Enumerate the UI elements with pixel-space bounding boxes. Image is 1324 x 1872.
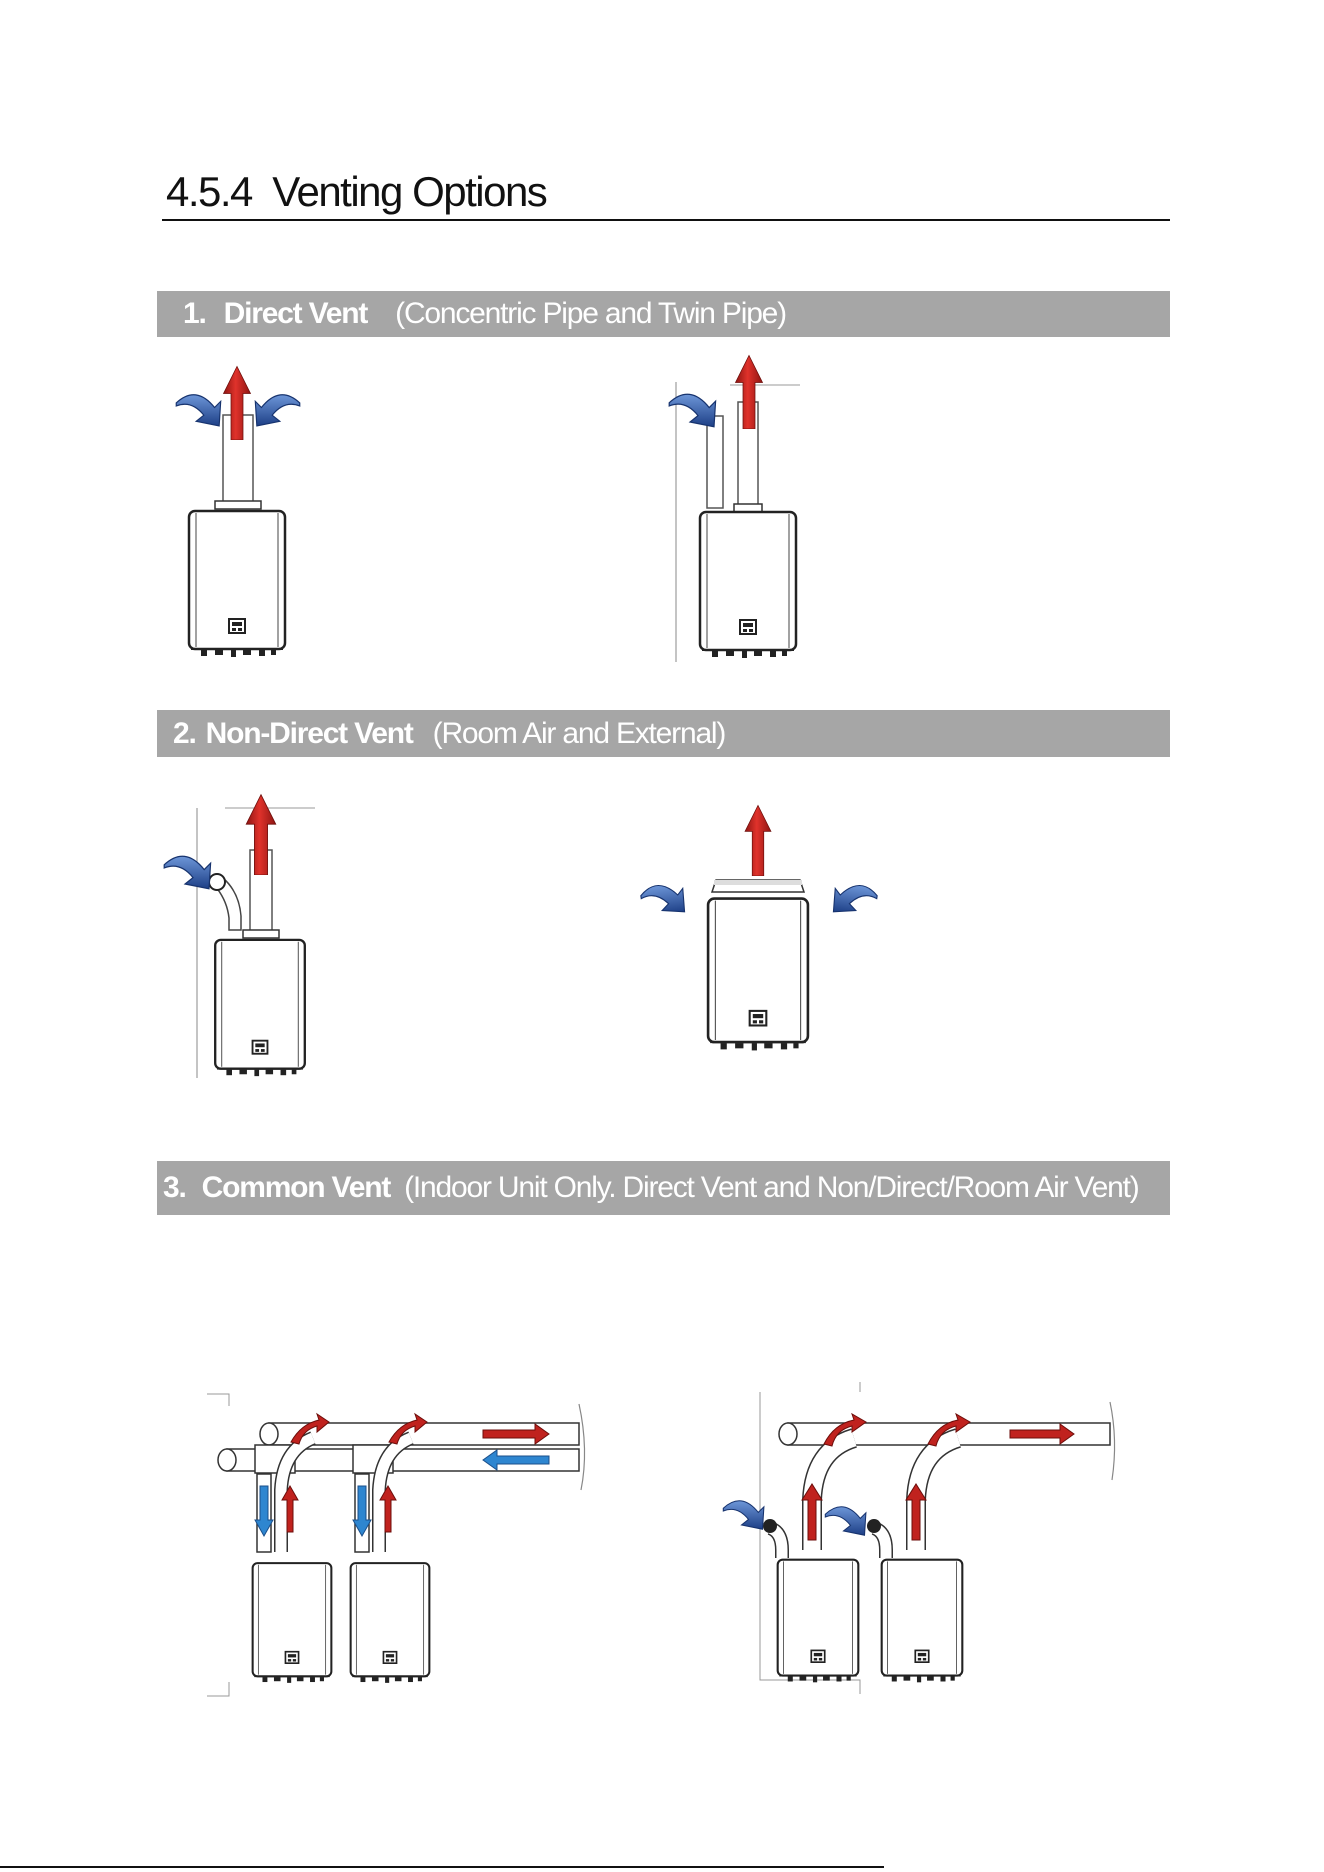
figure-common-direct-vent xyxy=(205,1390,590,1700)
intake-arrow-icon xyxy=(640,882,686,917)
water-heater-icon xyxy=(700,512,796,658)
section-number: 4.5.4 xyxy=(166,168,252,215)
water-heater-icon xyxy=(882,1560,963,1683)
option-number: 1. xyxy=(183,297,206,331)
option-name: Non-Direct Vent xyxy=(206,717,413,751)
option-subtitle: (Indoor Unit Only. Direct Vent and Non/D… xyxy=(404,1171,1138,1205)
title-rule xyxy=(162,219,1170,221)
section-title: 4.5.4 Venting Options xyxy=(166,168,546,216)
option-bar-common-vent: 3. Common Vent (Indoor Unit Only. Direct… xyxy=(157,1161,1170,1215)
water-heater-icon xyxy=(708,899,808,1051)
figure-twin-pipe-vent xyxy=(660,352,820,672)
exhaust-arrow-icon xyxy=(745,805,771,876)
section-title-text: Venting Options xyxy=(272,168,546,215)
option-name: Common Vent xyxy=(202,1171,390,1205)
water-heater-icon xyxy=(253,1563,332,1683)
option-number: 3. xyxy=(163,1171,186,1205)
intake-arrow-icon xyxy=(832,882,878,917)
figure-room-air-vent xyxy=(628,800,890,1070)
figure-concentric-vent xyxy=(165,355,315,665)
intake-arrow-icon xyxy=(723,1501,764,1529)
intake-arrow-icon xyxy=(825,1507,866,1535)
water-heater-icon xyxy=(189,511,285,657)
intake-arrow-icon xyxy=(176,395,220,426)
option-bar-non-direct-vent: 2. Non-Direct Vent (Room Air and Externa… xyxy=(157,710,1170,757)
intake-arrow-icon xyxy=(164,856,210,889)
option-number: 2. xyxy=(173,717,196,751)
footer-rule xyxy=(0,1866,884,1868)
option-subtitle: (Concentric Pipe and Twin Pipe) xyxy=(395,297,786,331)
option-bar-direct-vent: 1. Direct Vent (Concentric Pipe and Twin… xyxy=(157,291,1170,337)
figure-common-room-air-vent xyxy=(720,1380,1120,1700)
water-heater-icon xyxy=(778,1560,859,1683)
option-subtitle: (Room Air and External) xyxy=(433,717,726,751)
intake-arrow-icon xyxy=(255,395,299,426)
water-heater-icon xyxy=(351,1563,430,1683)
water-heater-icon xyxy=(215,940,305,1076)
option-name: Direct Vent xyxy=(224,297,368,331)
figure-external-air-vent xyxy=(155,788,325,1088)
